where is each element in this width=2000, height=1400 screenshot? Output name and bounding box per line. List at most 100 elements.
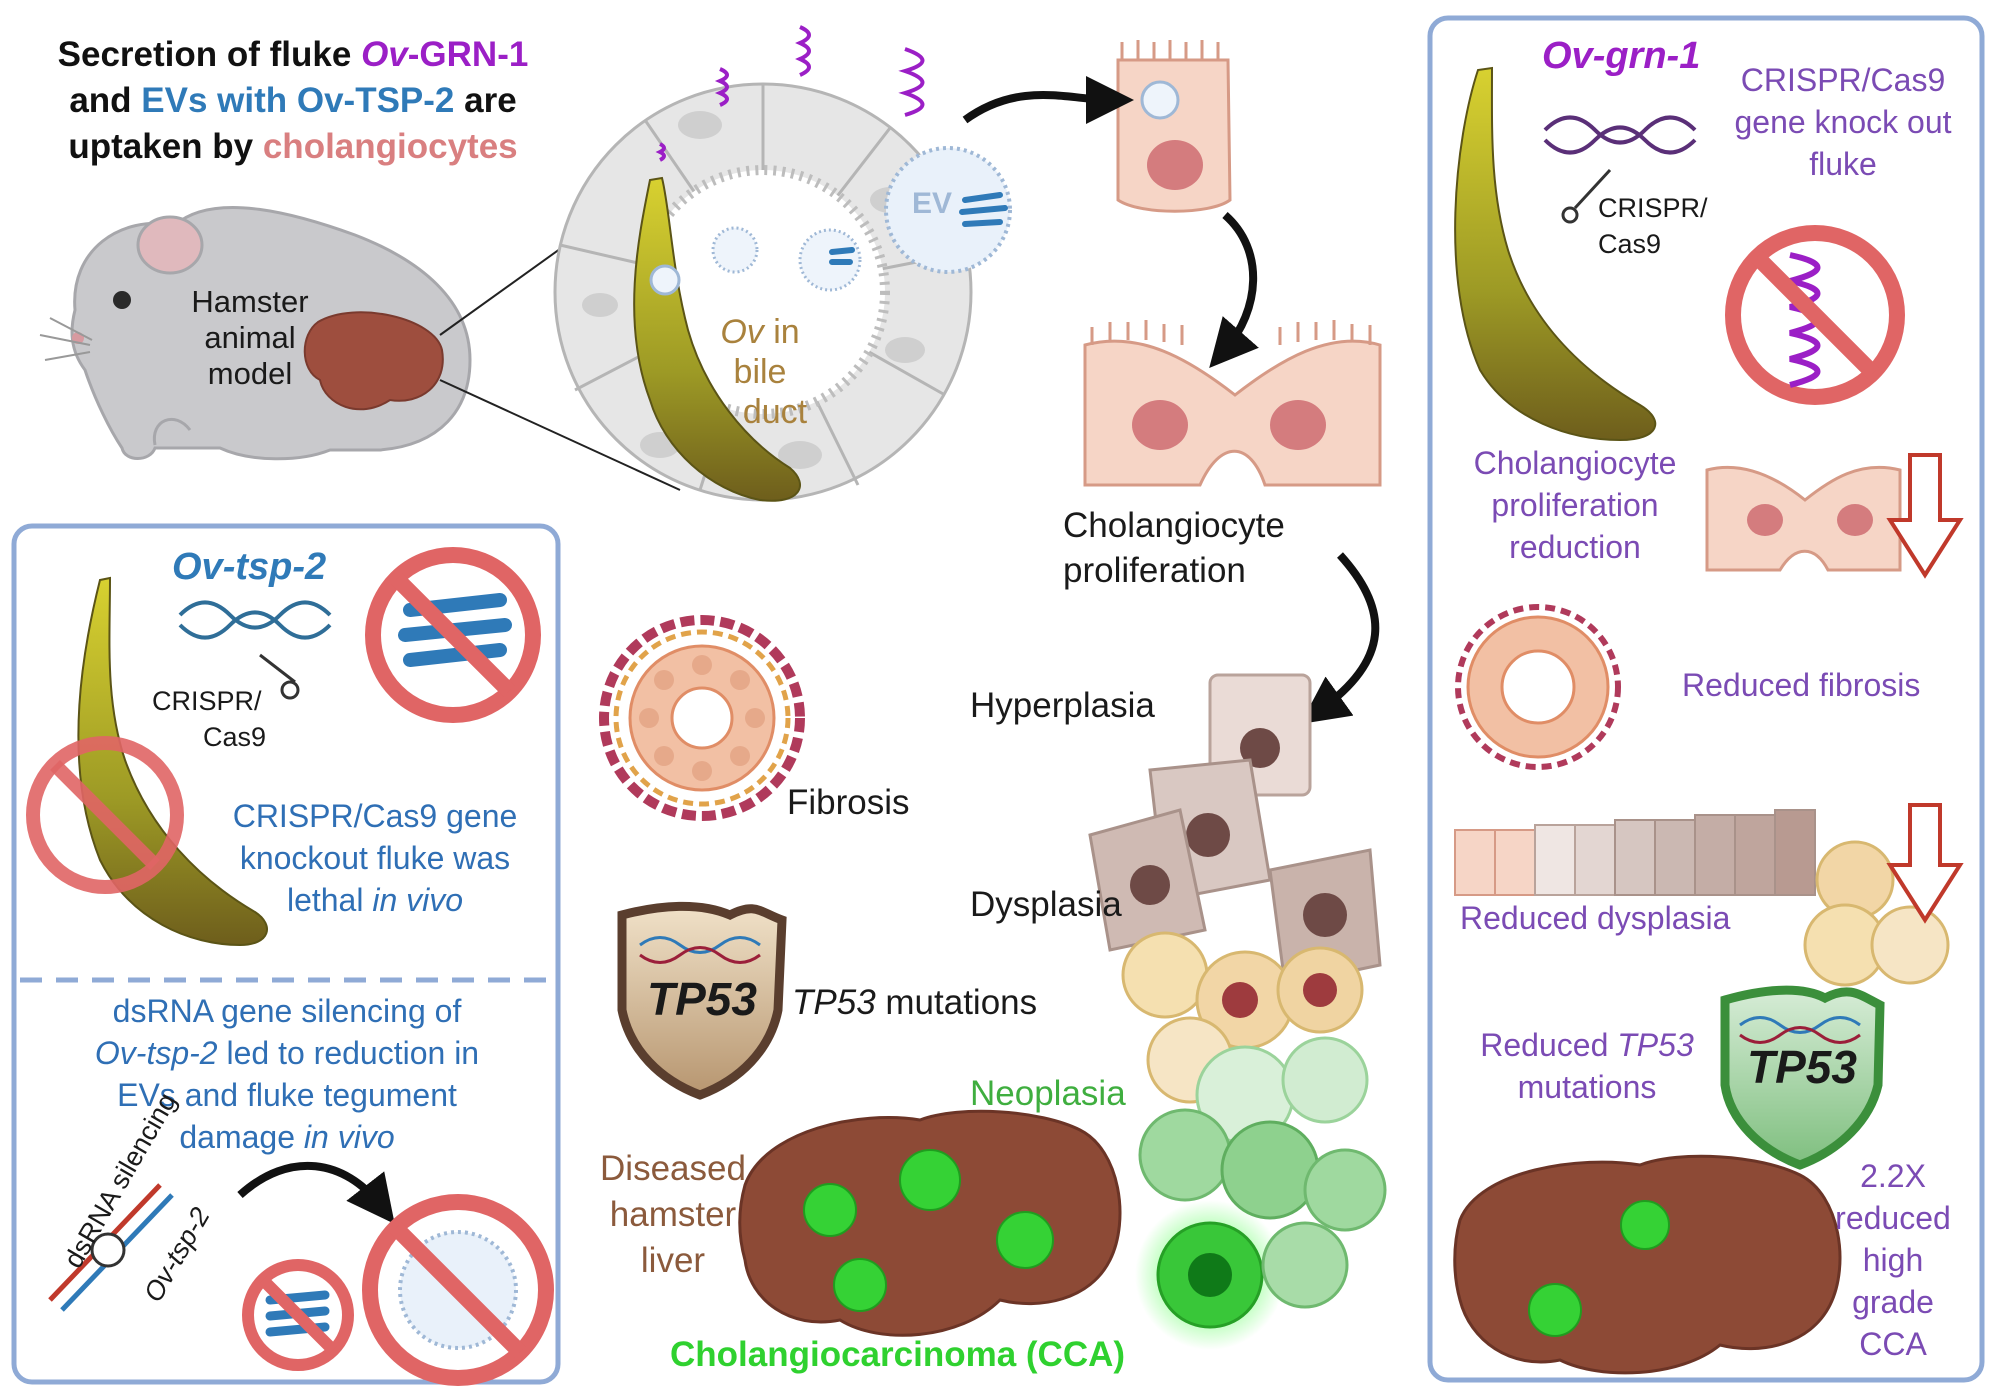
left-ko-lethal: lethal [286, 882, 373, 918]
right-cp-line-1: Cholangiocyte [1473, 445, 1677, 481]
tp53-italic: TP53 [792, 983, 876, 1022]
header-grn1: -GRN-1 [407, 35, 529, 74]
header-cholangiocytes: cholangiocytes [262, 127, 518, 166]
right-ko-line-2: gene knock out [1734, 104, 1952, 140]
cholangiocyte-reduced [1705, 453, 1964, 579]
tp53-mutations-label: TP53 mutations [792, 982, 1037, 1023]
duct-label-ov-in: Ov in [680, 312, 840, 352]
left-ds-in-vivo: in vivo [303, 1119, 395, 1155]
left-ko-line-2: knockout fluke was [239, 840, 511, 876]
right-tp53-line-2: mutations [1517, 1069, 1657, 1105]
duct-label-bile: bile [733, 353, 787, 391]
neoplasia-label: Neoplasia [970, 1074, 1126, 1113]
neoplasia-cells [1121, 931, 1387, 1350]
header-ov-italic: Ov [361, 35, 408, 74]
right-crispr-label-2: Cas9 [1598, 229, 1662, 259]
right-cca-line-1: 2.2X [1860, 1158, 1926, 1194]
no-sign-tsp2-small [242, 1259, 354, 1371]
arrow-dsrna [237, 1161, 395, 1224]
left-panel-title: Ov-tsp-2 [172, 546, 327, 588]
right-tp53-italic: TP53 [1617, 1027, 1694, 1063]
cholangiocyte-single [1116, 40, 1232, 213]
hyperplasia-label: Hyperplasia [970, 686, 1155, 725]
left-ds-line-1: dsRNA gene silencing of [112, 993, 462, 1029]
right-cca-line-4: grade [1852, 1284, 1934, 1320]
right-cca-line-3: high [1862, 1242, 1924, 1278]
left-crispr-label-2: Cas9 [203, 722, 267, 752]
proliferation-label-1: Cholangiocyte [1063, 506, 1285, 545]
left-ko-in-vivo: in vivo [372, 882, 464, 918]
diseased-label-3: liver [640, 1241, 706, 1280]
cholangiocyte-proliferating [1083, 320, 1382, 487]
no-sign-tsp2-protein [365, 547, 541, 723]
header-evs-tsp2: EVs with Ov-TSP-2 [141, 81, 455, 120]
bile-duct-cross-section [553, 25, 1012, 502]
right-dysplasia-label: Reduced dysplasia [1460, 900, 1731, 936]
dysplasia-reduced [1454, 803, 1964, 987]
right-panel-border [1427, 15, 1985, 1383]
right-cp-line-2: proliferation [1491, 487, 1659, 523]
right-panel-title: Ov-grn-1 [1542, 35, 1701, 77]
right-tp53-shield-label: TP53 [1747, 1041, 1857, 1093]
dna-scissors-icon-left [178, 600, 332, 700]
hamster-label-3: model [207, 356, 293, 391]
header-and: and [69, 81, 142, 120]
right-ko-line-1: CRISPR/Cas9 [1740, 62, 1946, 98]
right-crispr-label-1: CRISPR/ [1598, 193, 1708, 223]
down-arrow-dysplasia [1886, 803, 1964, 924]
left-ds-ov-tsp2: Ov-tsp-2 [94, 1035, 218, 1071]
fluke-ov-tsp-2 [77, 576, 268, 947]
diseased-liver [738, 1109, 1122, 1337]
header-line-1: Secretion of fluke Ov-GRN-1 [28, 34, 558, 75]
fibrosis-reduced [1455, 604, 1621, 770]
fibrosis-label: Fibrosis [787, 783, 910, 822]
diseased-label-1: Diseased [600, 1149, 746, 1188]
right-cca-line-5: CCA [1859, 1326, 1927, 1362]
right-tp53-reduced: Reduced [1480, 1027, 1618, 1063]
duct-in: in [763, 313, 800, 351]
cca-label: Cholangiocarcinoma (CCA) [670, 1335, 1126, 1374]
hamster-liver [303, 311, 444, 411]
dysplasia-label: Dysplasia [970, 885, 1122, 924]
header-text-a: Secretion of fluke [57, 35, 362, 74]
tp53-shield-protected [1720, 985, 1885, 1170]
fluke-ov-grn-1 [1454, 66, 1657, 442]
left-ds-line-4: damage in vivo [24, 1119, 550, 1157]
ev-label: EV [912, 187, 953, 220]
left-ds-line-3: EVs and fluke tegument [117, 1077, 457, 1113]
tp53-mutations-text: mutations [875, 983, 1038, 1022]
tp53-shield-mutated [617, 901, 787, 1100]
left-ko-line-1: CRISPR/Cas9 gene [232, 798, 518, 834]
hamster-label-1: Hamster [191, 284, 309, 319]
no-sign-grn1 [1725, 225, 1905, 405]
left-ds-damage: damage [179, 1119, 304, 1155]
header-are: are [454, 81, 517, 120]
left-ko-line-3: lethal in vivo [205, 882, 545, 920]
fibrosis-illustration [599, 615, 805, 821]
hamster-illustration [39, 187, 681, 491]
right-tp53-line-1: Reduced TP53 [1452, 1027, 1722, 1065]
down-arrow-proliferation [1886, 453, 1964, 579]
no-sign-ev [362, 1194, 554, 1386]
proliferation-label-2: proliferation [1063, 551, 1246, 590]
right-cca-line-2: reduced [1835, 1200, 1951, 1236]
header-line-3: uptaken by cholangiocytes [28, 126, 558, 167]
dsrna-icon [48, 1183, 174, 1312]
liver-reduced-cca [1453, 1154, 1842, 1375]
arrow-to-cholangiocyte [962, 75, 1134, 124]
hamster-label-2: animal [204, 320, 296, 355]
no-sign-fluke [26, 736, 184, 894]
right-cp-line-3: reduction [1509, 529, 1641, 565]
duct-label-duct: duct [742, 393, 808, 431]
duct-ov-italic: Ov [720, 313, 764, 351]
left-panel-graphics [26, 547, 554, 1386]
arrow-to-hyperplasia [1300, 552, 1380, 724]
arrow-to-proliferation [1209, 211, 1259, 369]
diseased-label-2: hamster [609, 1195, 737, 1234]
header-uptaken: uptaken by [68, 127, 263, 166]
tp53-shield-label: TP53 [647, 973, 757, 1025]
left-panel-border [11, 523, 561, 1385]
right-ko-line-3: fluke [1809, 146, 1877, 182]
